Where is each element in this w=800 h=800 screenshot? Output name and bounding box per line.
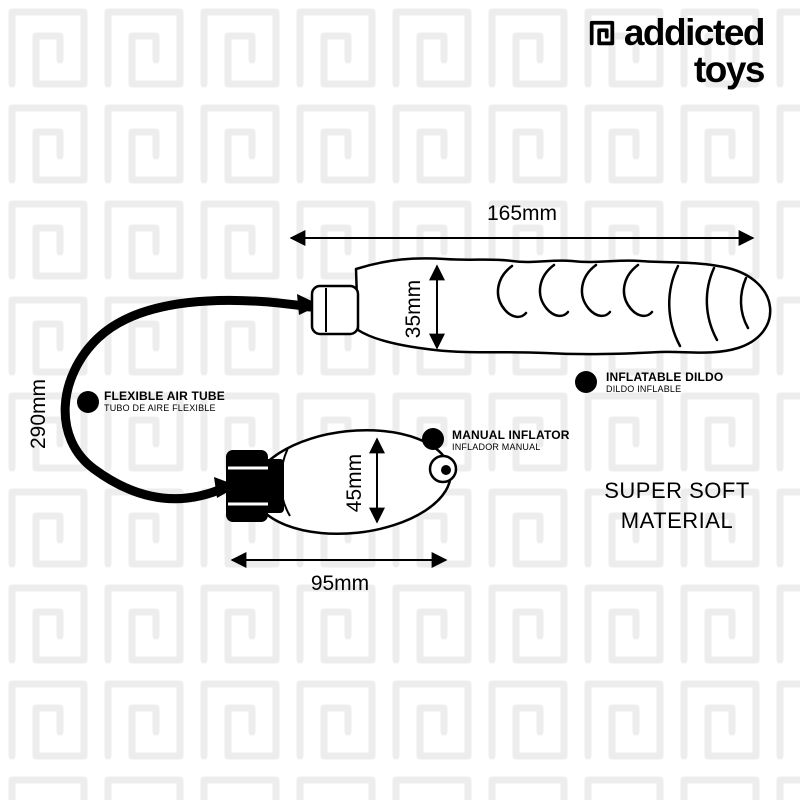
callout-air-tube: FLEXIBLE AIR TUBE TUBO DE AIRE FLEXIBLE xyxy=(104,389,225,414)
callout-inflator: MANUAL INFLATOR INFLADOR MANUAL xyxy=(452,428,570,453)
pump-release-valve-dot xyxy=(441,465,451,475)
brand-maze-icon xyxy=(589,20,615,45)
dimension-label-dildo-width: 35mm xyxy=(402,279,425,339)
callout-inflator-en: MANUAL INFLATOR xyxy=(452,428,570,442)
callout-dildo: INFLATABLE DILDO DILDO INFLABLE xyxy=(606,370,723,395)
brand-logo: addicted toys xyxy=(587,12,766,90)
air-tube xyxy=(60,295,315,504)
dimension-label-tube-length: 290mm xyxy=(27,378,50,450)
callout-dildo-en: INFLATABLE DILDO xyxy=(606,370,724,384)
callout-air-tube-es: TUBO DE AIRE FLEXIBLE xyxy=(104,403,216,414)
callout-inflator-es: INFLADOR MANUAL xyxy=(452,442,541,453)
pump-valve-body xyxy=(226,450,268,522)
dildo-ridges xyxy=(496,263,750,348)
dimension-label-pump-length: 95mm xyxy=(310,572,370,595)
brand-name-addicted: addicted xyxy=(623,12,766,53)
material-note-line1: SUPER SOFT xyxy=(604,478,750,503)
dildo-outline xyxy=(354,257,772,356)
dimension-label-pump-height: 45mm xyxy=(343,453,366,513)
material-note-line2: MATERIAL xyxy=(620,507,734,533)
air-tube-callout-dot xyxy=(77,391,99,413)
air-tube-arrowhead-top xyxy=(297,294,320,315)
dildo-base-connector xyxy=(310,284,360,336)
callout-air-tube-en: FLEXIBLE AIR TUBE xyxy=(104,389,225,403)
inflator-callout-dot xyxy=(422,428,444,450)
material-note: SUPER SOFT MATERIAL xyxy=(592,476,762,535)
brand-name-toys: toys xyxy=(693,49,766,90)
pump-valve-neck xyxy=(262,459,284,513)
callout-dildo-es: DILDO INFLABLE xyxy=(606,384,682,395)
dimension-label-dildo-length: 165mm xyxy=(486,202,558,225)
dildo-callout-dot xyxy=(575,371,597,393)
